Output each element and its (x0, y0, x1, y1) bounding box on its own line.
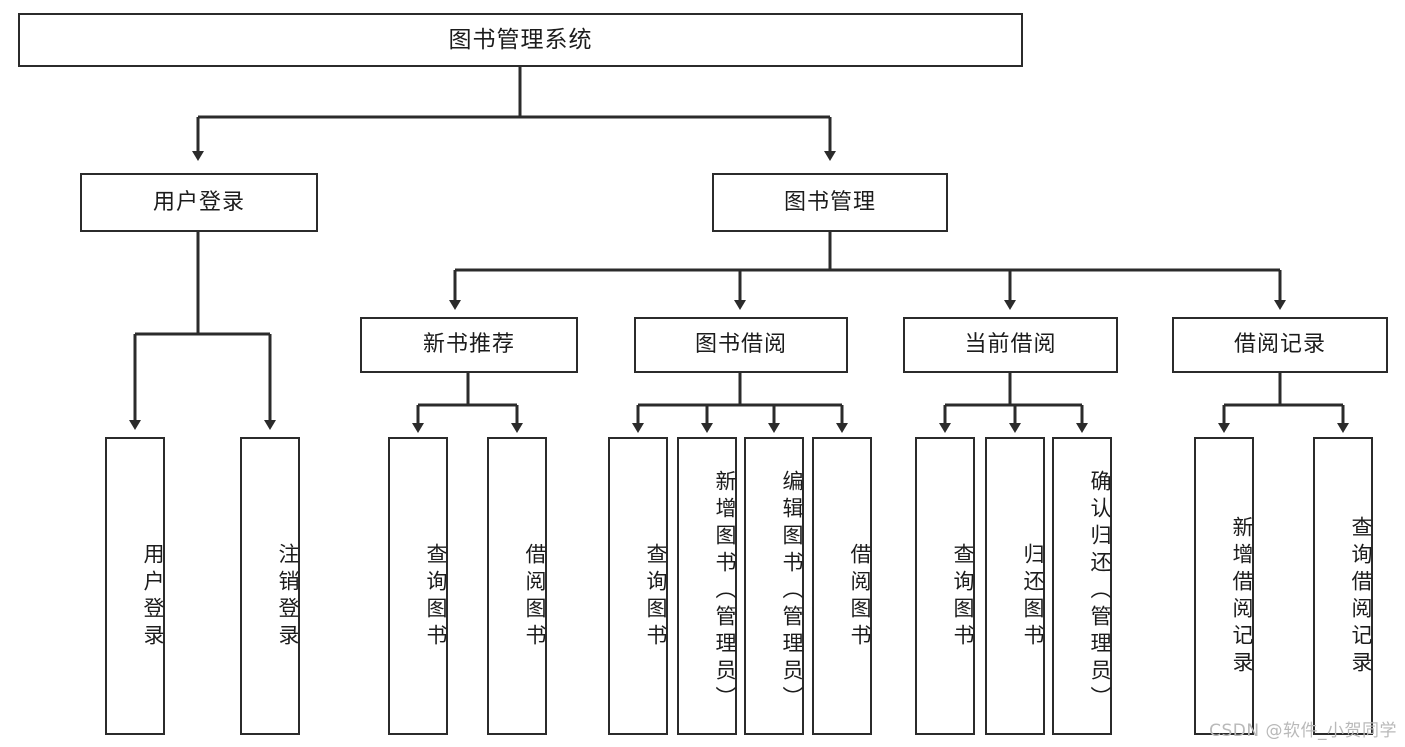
leaf-user-login-logout[interactable]: 注销登录 (240, 437, 300, 735)
leaf-book-borrow-query-book[interactable]: 查询图书 (608, 437, 668, 735)
leaf-book-borrow-add-book-admin[interactable]: 新增图书（管理员） (677, 437, 737, 735)
csdn-watermark: CSDN @软件_小贺同学 (1209, 721, 1397, 741)
node-user-login[interactable]: 用户登录 (80, 173, 318, 232)
leaf-new-book-query-book[interactable]: 查询图书 (388, 437, 448, 735)
leaf-book-borrow-edit-book-admin[interactable]: 编辑图书（管理员） (744, 437, 804, 735)
node-borrow-record[interactable]: 借阅记录 (1172, 317, 1388, 373)
leaf-borrow-record-query-record[interactable]: 查询借阅记录 (1313, 437, 1373, 735)
node-root-book-management-system[interactable]: 图书管理系统 (18, 13, 1023, 67)
leaf-book-borrow-borrow-book[interactable]: 借阅图书 (812, 437, 872, 735)
node-book-borrow[interactable]: 图书借阅 (634, 317, 848, 373)
leaf-new-book-borrow-book[interactable]: 借阅图书 (487, 437, 547, 735)
leaf-current-borrow-confirm-return-admin[interactable]: 确认归还（管理员） (1052, 437, 1112, 735)
node-book-management[interactable]: 图书管理 (712, 173, 948, 232)
leaf-current-borrow-query-book[interactable]: 查询图书 (915, 437, 975, 735)
leaf-current-borrow-return-book[interactable]: 归还图书 (985, 437, 1045, 735)
node-current-borrow[interactable]: 当前借阅 (903, 317, 1118, 373)
leaf-user-login-login[interactable]: 用户登录 (105, 437, 165, 735)
node-new-book-recommend[interactable]: 新书推荐 (360, 317, 578, 373)
leaf-borrow-record-add-record[interactable]: 新增借阅记录 (1194, 437, 1254, 735)
